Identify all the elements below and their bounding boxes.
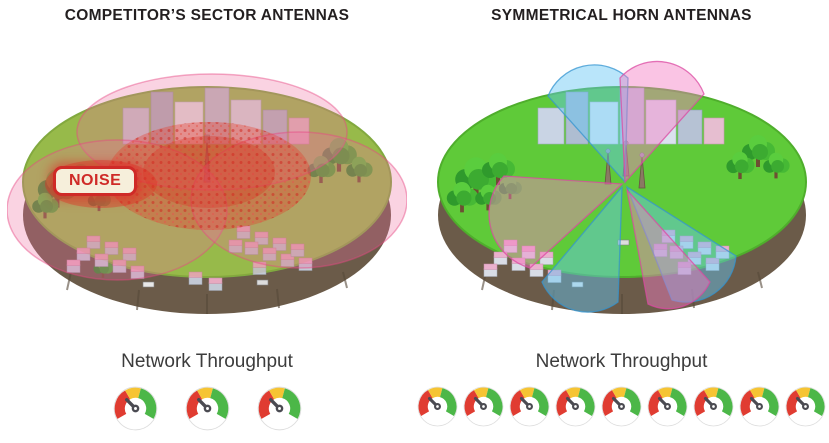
horn-beams bbox=[487, 60, 737, 313]
gauge-row bbox=[0, 386, 414, 431]
gauge-icon bbox=[417, 386, 458, 427]
gauge-icon bbox=[113, 386, 158, 431]
vehicles bbox=[142, 279, 269, 288]
gauge-icon bbox=[257, 386, 302, 431]
throughput-label: Network Throughput bbox=[121, 351, 293, 372]
sector-island-scene: NOISE bbox=[7, 32, 407, 344]
beam-blue-bottom-right bbox=[625, 185, 737, 303]
vehicles bbox=[571, 239, 629, 288]
beam-pink-bottom-right bbox=[625, 187, 711, 310]
right-panel-title: SYMMETRICAL HORN ANTENNAS bbox=[491, 7, 752, 24]
beam-pink-mid-left bbox=[487, 175, 624, 269]
gauge-row bbox=[414, 386, 829, 427]
beam-pink-top-right bbox=[618, 60, 705, 184]
throughput-label: Network Throughput bbox=[535, 351, 708, 372]
gauge-icon bbox=[601, 386, 642, 427]
right-panel: SYMMETRICAL HORN ANTENNAS bbox=[414, 0, 829, 443]
horn-island-scene bbox=[422, 32, 822, 344]
gauge-icon bbox=[185, 386, 230, 431]
city-buildings bbox=[537, 87, 724, 145]
gauge-icon bbox=[693, 386, 734, 427]
beam-blue-top-left bbox=[546, 64, 629, 184]
beam-blue-bottom-left bbox=[540, 185, 623, 313]
noise-badge: NOISE bbox=[53, 166, 138, 196]
gauge-icon bbox=[785, 386, 826, 427]
gauge-icon bbox=[555, 386, 596, 427]
gauge-icon bbox=[647, 386, 688, 427]
horn-island-illustration bbox=[436, 60, 807, 314]
gauge-icon bbox=[463, 386, 504, 427]
left-panel: COMPETITOR’S SECTOR ANTENNAS bbox=[0, 0, 414, 443]
gauge-icon bbox=[509, 386, 550, 427]
left-panel-title: COMPETITOR’S SECTOR ANTENNAS bbox=[64, 7, 350, 24]
horn-antenna-masts bbox=[604, 140, 645, 189]
gauge-icon bbox=[739, 386, 780, 427]
